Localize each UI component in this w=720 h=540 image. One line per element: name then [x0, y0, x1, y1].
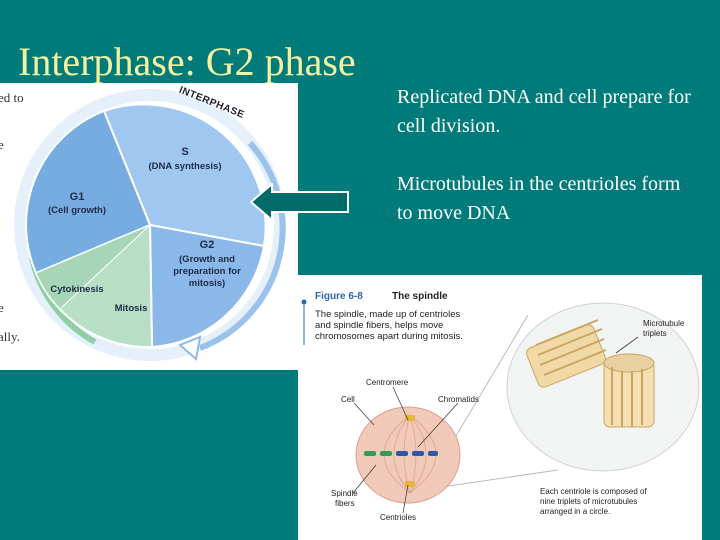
arrow-left-icon — [250, 183, 349, 221]
slide-body: Replicated DNA and cell prepare for cell… — [397, 83, 697, 228]
ring-arrow-arc — [198, 141, 286, 351]
figure-number: Figure 6-8 — [315, 291, 363, 302]
label-leader — [615, 336, 639, 354]
slide-title: Interphase: G2 phase — [18, 39, 356, 84]
cropped-text: ed to — [0, 90, 24, 105]
centriole-horizontal — [526, 319, 607, 388]
chromatids — [364, 451, 438, 456]
figure-title: The spindle — [392, 291, 448, 302]
cropped-text: e — [0, 137, 4, 152]
figure-caption: The spindle, made up of centrioles — [315, 309, 460, 320]
microtubule-label: triplets — [643, 329, 667, 338]
zoom-line — [427, 469, 559, 490]
dividing-cell — [355, 406, 461, 504]
g2-phase-detail: preparation for — [173, 266, 241, 277]
spindle-figure: Figure 6-8 The spindle The spindle, made… — [298, 275, 702, 540]
g1-phase-name: G1 — [70, 191, 85, 203]
g2-phase-detail: (Growth and — [179, 254, 235, 265]
s-phase-detail: (DNA synthesis) — [148, 161, 221, 172]
label-leaders — [352, 386, 459, 514]
figure-caption: chromosomes apart during mitosis. — [315, 331, 463, 342]
spindle-diagram: Figure 6-8 The spindle The spindle, made… — [301, 291, 700, 522]
g2-phase-slice — [148, 223, 266, 349]
centriole-note: Each centriole is composed of — [540, 487, 648, 496]
cell-cycle-figure: ed to e e ally. INTERPHASE S (DNA synthe… — [0, 83, 298, 370]
spindle-fibers-label: Spindle — [331, 489, 358, 498]
chromatids-label: Chromatids — [438, 395, 479, 404]
body-paragraph: Replicated DNA and cell prepare for cell… — [397, 86, 691, 137]
centriole-vertical — [603, 353, 655, 428]
s-phase-name: S — [181, 146, 188, 158]
centriole-note: nine triplets of microtubules — [540, 497, 637, 506]
g1-phase-slice — [25, 109, 152, 275]
cell-cycle-diagram: ed to e e ally. INTERPHASE S (DNA synthe… — [0, 85, 286, 361]
g2-phase-detail: mitosis) — [189, 278, 225, 289]
centrioles-label: Centrioles — [380, 513, 416, 522]
mitosis-label: Mitosis — [115, 303, 148, 314]
cytokinesis-label: Cytokinesis — [50, 284, 103, 295]
microtubule-label: Microtubule — [643, 319, 685, 328]
centromere-label: Centromere — [366, 378, 409, 387]
centriole-bottom — [405, 481, 415, 487]
spindle-fibers-label: fibers — [335, 499, 355, 508]
cell-label: Cell — [341, 395, 355, 404]
centriole-top — [405, 415, 415, 421]
ring-arrowhead — [178, 335, 202, 361]
g2-phase-name: G2 — [200, 239, 215, 251]
g1-phase-detail: (Cell growth) — [48, 205, 106, 216]
magnified-centriole-bubble — [506, 302, 700, 472]
figure-caption: and spindle fibers, helps move — [315, 320, 443, 331]
cropped-text: ally. — [0, 329, 20, 344]
cropped-text: e — [0, 300, 4, 315]
centriole-note: arranged in a circle. — [540, 507, 610, 516]
cytokinesis-slice — [35, 224, 151, 310]
body-paragraph: Microtubules in the centrioles form to m… — [397, 173, 681, 224]
